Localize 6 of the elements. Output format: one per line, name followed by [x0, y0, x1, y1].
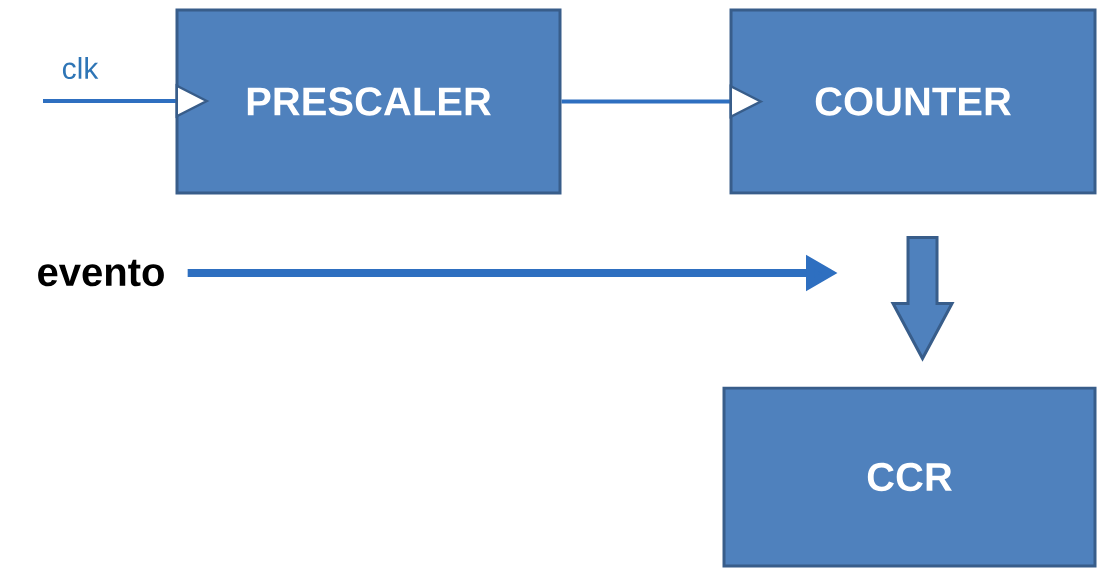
block-arrow: [890, 236, 955, 362]
block-box: PRESCALER: [175, 8, 562, 195]
edge-label: clk: [62, 57, 99, 79]
block-box: CCR: [722, 386, 1097, 568]
signal-label: evento: [38, 259, 164, 287]
block-box: COUNTER: [729, 8, 1097, 195]
